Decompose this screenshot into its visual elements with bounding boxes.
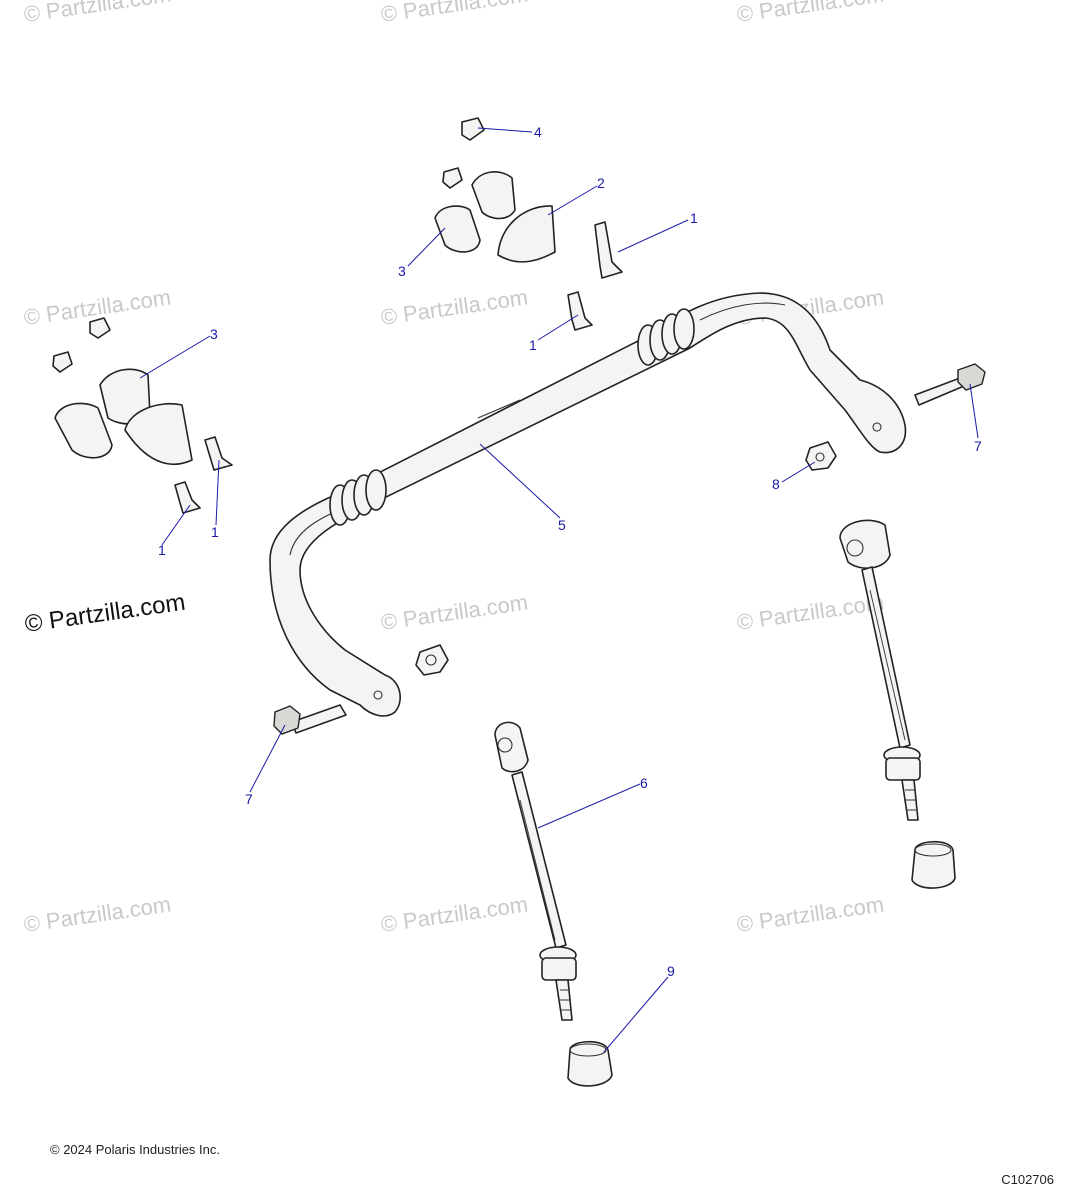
bolt-1 [174,481,201,514]
callout-1: 1 [529,337,537,353]
cap-9-front [567,1040,613,1087]
diagram-id: C102706 [1001,1172,1054,1187]
clamp-bushing-half [54,402,113,459]
partzilla-logo: © Partzilla.com [23,589,187,638]
watermark: © Partzilla.com [22,0,172,27]
watermarks: © Partzilla.com © Partzilla.com © Partzi… [22,0,885,937]
bolt-1 [594,221,623,279]
bar-bushing-left [329,469,387,526]
callout-2: 2 [597,175,605,191]
nut-8 [805,441,837,471]
callout-1: 1 [690,210,698,226]
left-clamp-group [52,317,233,514]
callout-1: 1 [158,542,166,558]
nut [89,317,111,339]
flange-nut-left [415,644,449,676]
link-6-front [494,721,577,1021]
bolt-1 [567,291,593,331]
callout-5: 5 [558,517,566,533]
nut [442,167,463,189]
nut-4 [461,117,485,141]
callout-3: 3 [398,263,406,279]
upper-clamp-group [434,117,623,331]
callouts: 4 2 1 1 3 3 1 1 5 6 7 7 8 9 [158,124,982,979]
callout-8: 8 [772,476,780,492]
callout-4: 4 [534,124,542,140]
callout-3: 3 [210,326,218,342]
watermark: © Partzilla.com [735,0,885,27]
callout-7: 7 [974,438,982,454]
callout-1: 1 [211,524,219,540]
callout-7: 7 [245,791,253,807]
nut [52,351,73,373]
watermark: © Partzilla.com [379,590,529,635]
leader-lines [139,127,979,1053]
watermark: © Partzilla.com [735,590,885,635]
watermark: © Partzilla.com [379,285,529,330]
clamp-bracket [124,403,193,466]
clamp-bushing-half [471,171,516,220]
watermark: © Partzilla.com [735,892,885,937]
clamp-bracket [497,205,556,263]
clamp-bushing-half [434,205,481,253]
link-6-rear [839,519,921,821]
watermark: © Partzilla.com [379,0,529,27]
bolt-7-left [273,704,347,735]
cap-9-rear [911,840,956,889]
watermark: © Partzilla.com [379,892,529,937]
bar-bushing-right [637,308,695,366]
watermark: © Partzilla.com [22,892,172,937]
copyright-notice: © 2024 Polaris Industries Inc. [50,1142,220,1157]
callout-6: 6 [640,775,648,791]
bolt-1 [204,436,233,471]
callout-9: 9 [667,963,675,979]
bolt-7-right [914,363,986,406]
